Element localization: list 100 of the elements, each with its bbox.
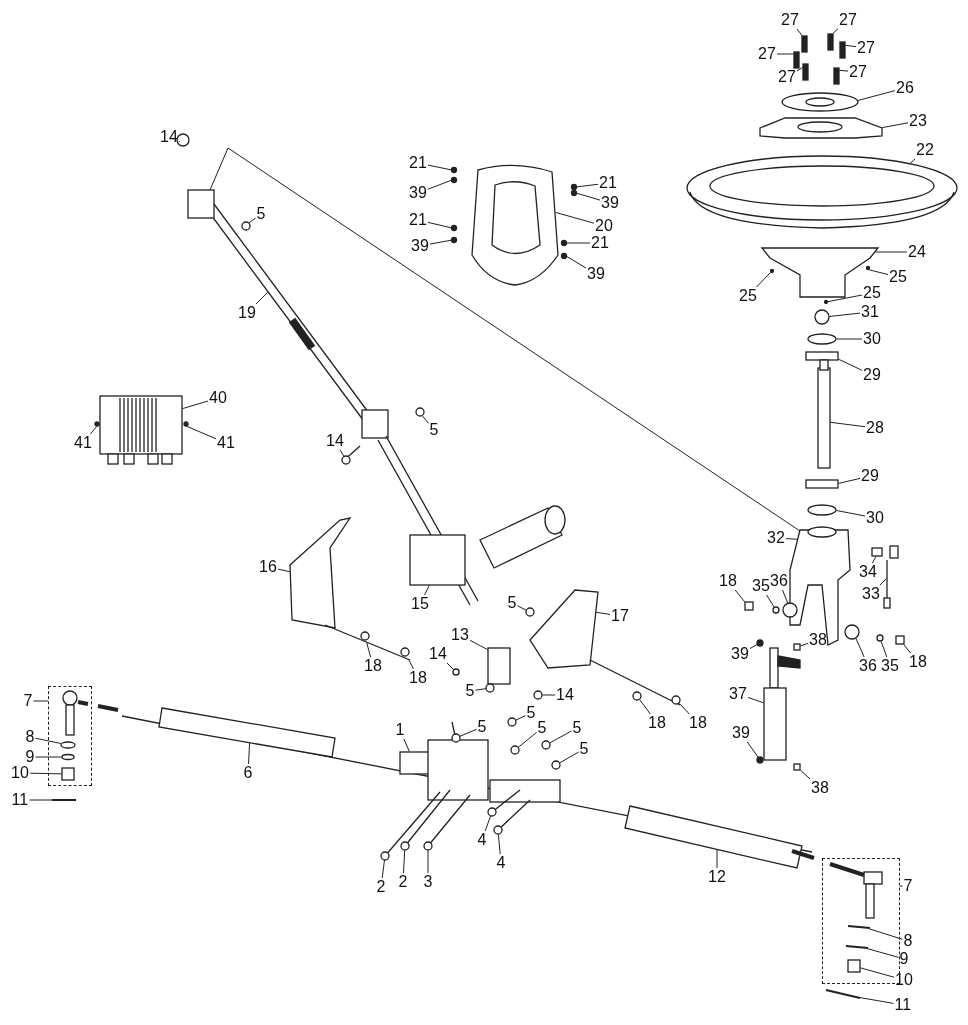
callout-number: 18 [648,715,666,731]
callout-number: 14 [429,646,447,662]
callout-number: 4 [496,855,506,871]
leader-line [785,538,798,540]
leader-line [838,358,863,371]
callout-number: 35 [752,578,770,594]
callout-number: 18 [719,573,737,589]
callout-number: 38 [809,632,827,648]
callout-number: 30 [866,510,884,526]
callout-number: 27 [758,46,776,62]
steering-joint-drawing [452,607,543,700]
leader-line [427,164,452,171]
leader-line [678,702,690,715]
leader-line [734,589,746,603]
callout-number: 5 [465,683,475,699]
leader-line [839,69,849,72]
leader-line [746,741,759,758]
controller-drawing [94,395,189,465]
leader-line [879,578,887,586]
leader-line [429,239,452,245]
callout-number: 15 [411,596,429,612]
callout-number: 17 [611,608,629,624]
leader-line [829,421,866,428]
mounting-bracket-drawing [529,589,681,706]
callout-number: 8 [903,933,913,949]
callout-number: 41 [217,435,235,451]
callout-number: 21 [409,212,427,228]
callout-number: 9 [25,749,35,765]
tie-rod-end-drawing [59,689,88,781]
callout-number: 21 [599,175,617,191]
callout-number: 39 [731,646,749,662]
callout-number: 14 [556,687,574,703]
callout-number: 27 [849,64,867,80]
leader-line [845,44,857,48]
leader-line [836,338,863,340]
callout-number: 31 [861,304,879,320]
leader-line [186,425,217,440]
callout-number: 39 [409,185,427,201]
leader-line [89,425,98,435]
callout-number: 21 [591,235,609,251]
leader-line [832,28,839,34]
leader-line [566,242,591,244]
leader-line [542,694,556,696]
leader-line [484,815,492,832]
callout-number: 4 [477,832,487,848]
leader-line [868,928,903,940]
callout-number: 2 [376,879,386,895]
leader-line [517,732,537,748]
callout-number: 5 [572,720,582,736]
leader-line [716,849,718,869]
leader-line [421,415,429,424]
callout-number: 14 [160,129,178,145]
callout-number: 5 [537,720,547,736]
dashed-group-outline [48,686,92,786]
callout-number: 28 [866,420,884,436]
leader-line [867,948,899,958]
leader-line [339,449,345,457]
callout-number: 5 [477,719,487,735]
leader-line [838,477,861,484]
callout-number: 5 [579,741,589,757]
leader-line [366,642,372,658]
callout-number: 5 [429,422,439,438]
callout-number: 7 [23,693,33,709]
steering-shaft-drawing [805,309,839,516]
leader-line [29,772,62,775]
leader-line [859,997,894,1004]
callout-number: 27 [778,69,796,85]
callout-number: 18 [409,670,427,686]
callout-number: 40 [209,390,227,406]
leader-line [549,730,572,744]
leader-line [595,611,611,615]
leader-line [776,53,794,55]
callout-number: 13 [451,627,469,643]
leader-line [766,594,775,608]
callout-number: 35 [881,658,899,674]
leader-line [796,67,803,72]
tie-rod-end-drawing [828,861,883,973]
callout-number: 38 [811,780,829,796]
leader-line [899,885,903,887]
callout-number: 16 [259,559,277,575]
leader-line [639,699,651,715]
callout-number: 39 [732,725,750,741]
leader-line [515,715,526,721]
callout-number: 23 [909,113,927,129]
leader-line [424,585,430,596]
callout-number: 18 [909,654,927,670]
leader-line [29,799,53,801]
leader-line [277,568,291,573]
callout-number: 27 [781,12,799,28]
leader-line [800,769,811,780]
leader-line [576,183,599,188]
leader-line [782,589,789,604]
leader-line [836,510,866,517]
callout-number: 2 [398,874,408,890]
leader-line [403,850,406,874]
leader-line [517,605,527,611]
leader-line [855,637,865,658]
leader-line [469,639,489,651]
leader-line [459,728,477,737]
leader-line [248,742,251,765]
